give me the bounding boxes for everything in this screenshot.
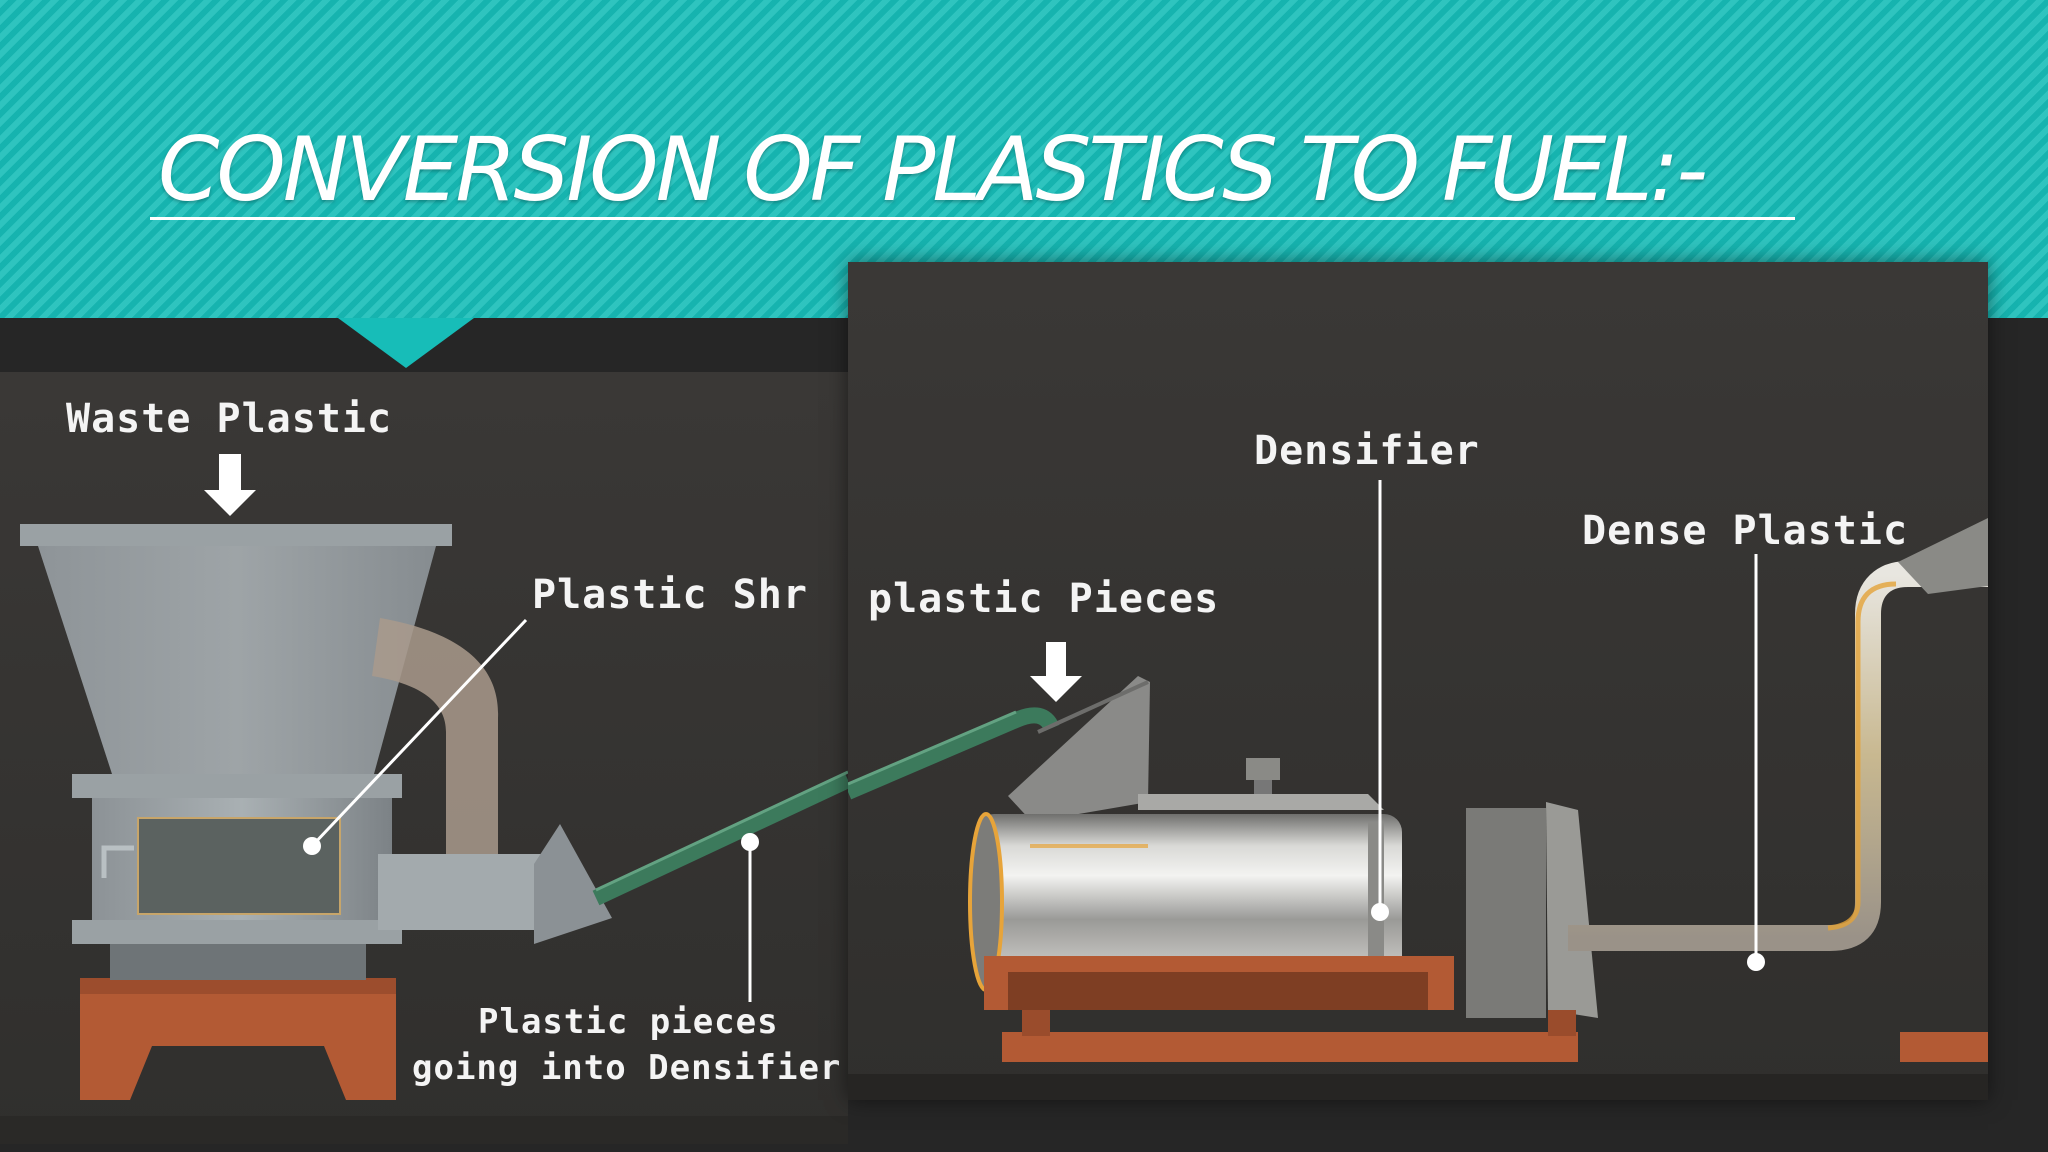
shredder-illustration [0,454,848,1144]
waste-plastic-label: Waste Plastic [66,396,393,442]
waste-plastic-arrow-icon [204,454,256,516]
slide-header [0,0,2048,318]
densifier-feed-hopper [1008,676,1150,822]
densifier-cylinder [976,814,1402,990]
shredder-bottom-plate [72,920,402,944]
shredder-top-plate [72,774,402,798]
dense-plastic-leader-dot [1747,953,1765,971]
header-notch [338,318,474,368]
outlet-funnel [534,824,612,944]
shredder-diagram-panel: Waste Plastic Plastic Shr Plastic pieces… [0,372,848,1144]
slide-title: CONVERSION OF PLASTICS TO FUEL:- [158,118,1708,221]
shredder-chute [372,618,499,892]
shredder-leader-line [310,618,528,848]
densifier-gearbox [1466,808,1546,1018]
densifier-diagram-panel: plastic Pieces Densifier Dense Plastic [848,262,1988,1100]
title-underline [150,217,1795,220]
shredder-base [80,992,396,1100]
dense-plastic-pipe [1568,561,1988,951]
dense-plastic-label: Dense Plastic [1582,508,1909,554]
conveyor-label-line2: going into Densifier [412,1048,842,1088]
conveyor-label-line1: Plastic pieces [478,1002,779,1042]
shredder-leader-dot [303,837,321,855]
densifier-cap [1246,758,1280,780]
plastic-pieces-label: plastic Pieces [868,576,1220,622]
densifier-illustration [848,480,1988,1100]
densifier-base-rail [1002,1032,1578,1062]
conveyor-leader-dot [741,833,759,851]
shredder-leg [110,944,366,980]
hopper [38,546,436,774]
densifier-label: Densifier [1254,428,1480,474]
densifier-leader-dot [1371,903,1389,921]
conveyor-tube-end [848,707,1060,800]
conveyor-tube [592,772,848,906]
plastic-pieces-arrow-icon [1030,642,1082,702]
shredder-handle [101,845,134,878]
shredder-label: Plastic Shr [532,572,808,618]
outlet-pipe [378,854,546,930]
shredder-chamber [137,817,341,915]
hopper-lid [20,524,452,546]
densifier-top-plate [1138,794,1384,810]
shredder-base-top [80,978,396,994]
